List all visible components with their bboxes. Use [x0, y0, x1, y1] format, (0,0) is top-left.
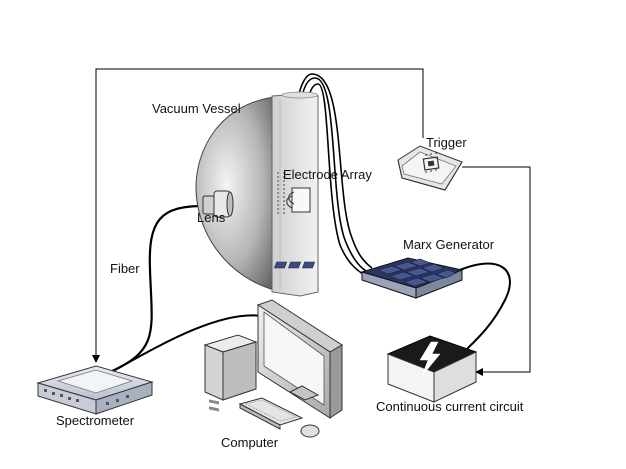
marx-generator: [274, 257, 464, 299]
label-trigger: Trigger: [426, 135, 467, 150]
keyboard: [238, 397, 304, 430]
label-vacuum-vessel: Vacuum Vessel: [152, 101, 241, 116]
trigger-device: [397, 145, 463, 191]
trigger-to-spectrometer-line: [92, 68, 424, 363]
label-fiber: Fiber: [110, 261, 140, 276]
spectrometer: [36, 365, 154, 415]
label-lens: Lens: [197, 210, 226, 225]
computer-tower: [203, 334, 258, 412]
label-spectrometer: Spectrometer: [56, 413, 135, 428]
label-marx-generator: Marx Generator: [403, 237, 495, 252]
marx-to-circuit-cable: [454, 262, 511, 357]
label-continuous-current-circuit: Continuous current circuit: [376, 399, 524, 414]
computer: [203, 299, 343, 438]
label-electrode-array: Electrode Array: [283, 167, 372, 182]
lightning-bolt-icon: [419, 341, 441, 377]
chip-icon: [422, 152, 440, 173]
computer-monitor: [256, 299, 343, 419]
continuous-current-circuit: [386, 335, 478, 403]
electrode-array: [277, 172, 311, 216]
label-computer: Computer: [221, 435, 279, 450]
fiber-cable: [109, 204, 205, 374]
lens: [202, 190, 234, 218]
computer-to-spectrometer-cable: [114, 314, 263, 371]
trigger-to-circuit-line: [462, 166, 531, 376]
mouse: [300, 424, 320, 438]
